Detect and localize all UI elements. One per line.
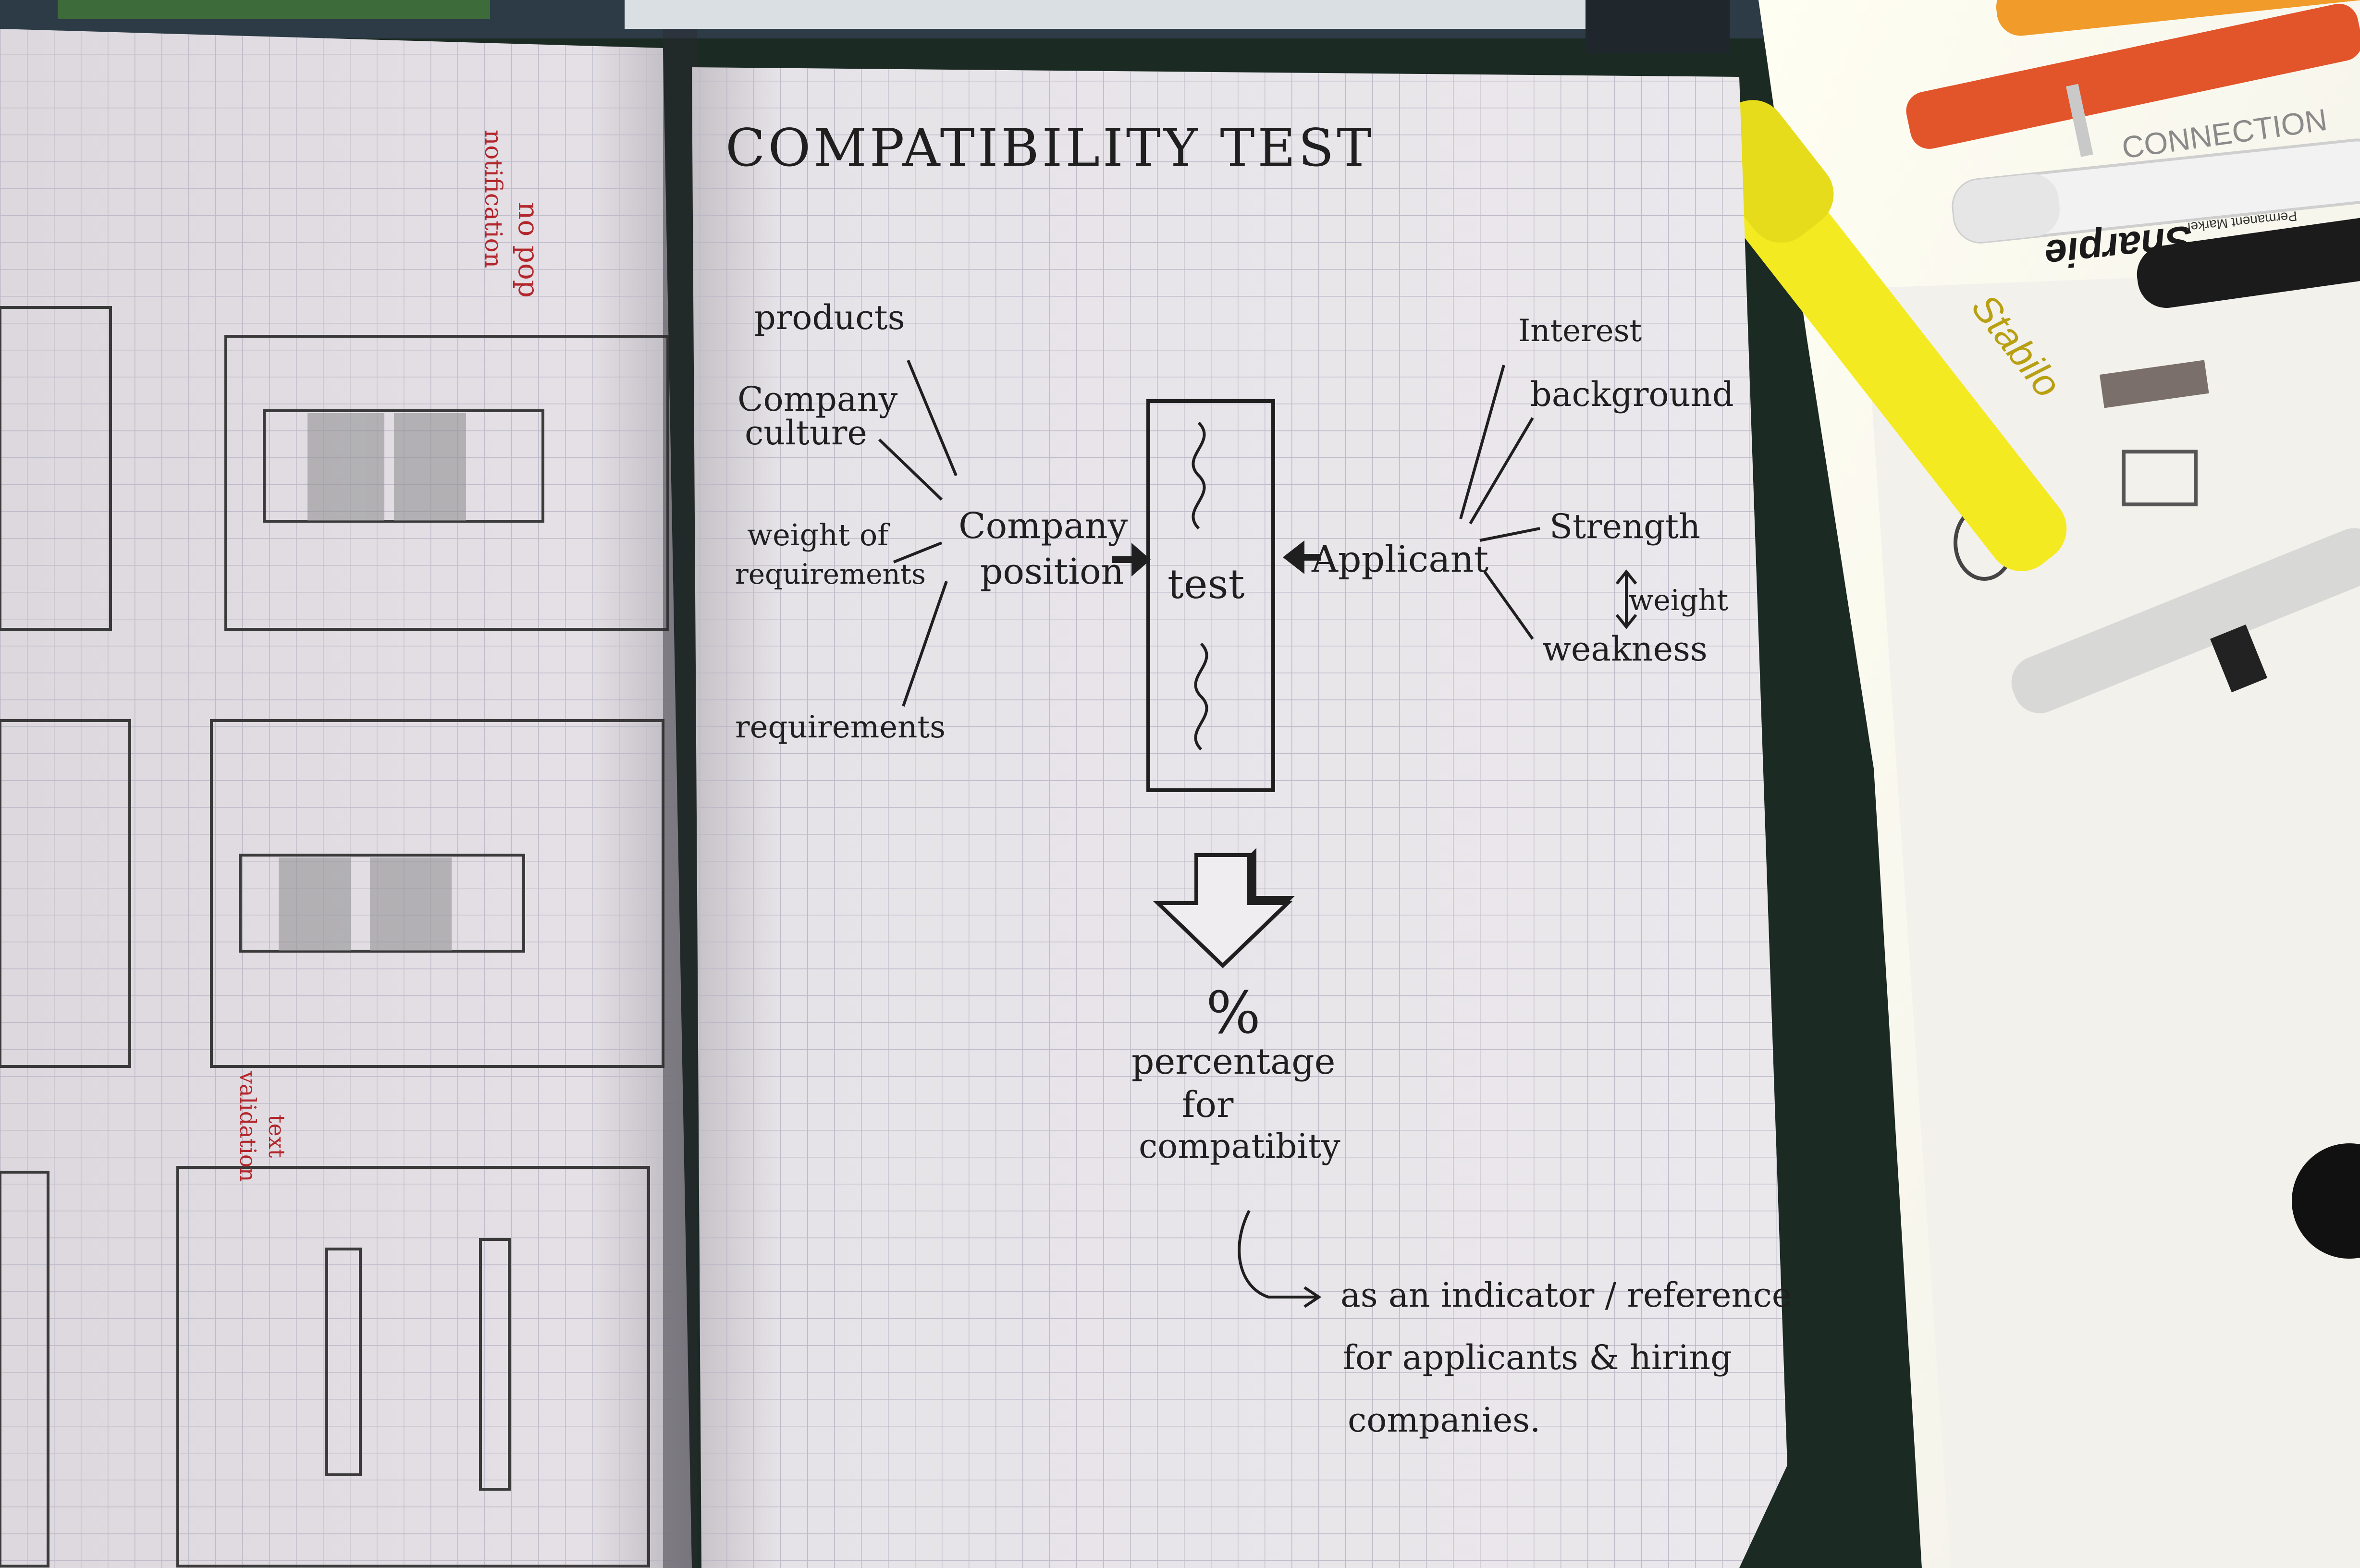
notebook-spine: [663, 29, 697, 1568]
arrow-company-to-test: [1112, 543, 1151, 576]
output-compatibity: compatibity: [1139, 1127, 1340, 1166]
output-arrow-down: [1153, 848, 1295, 968]
black-marker: [2137, 216, 2360, 308]
output-percentage: percentage: [1131, 1041, 1335, 1082]
input-weakness: weakness: [1542, 629, 1708, 669]
orange-pen: [1996, 0, 2360, 36]
output-for: for: [1182, 1084, 1234, 1126]
note-line1: as an indicator / reference: [1340, 1275, 1792, 1315]
paper-sketch-block: [2100, 360, 2209, 408]
input-weight-of-requirements-line1: weight of: [747, 517, 890, 552]
wireframe-block: [325, 1248, 362, 1476]
input-strength: Strength: [1549, 507, 1700, 546]
input-requirements: requirements: [735, 710, 946, 745]
input-products: products: [754, 298, 905, 337]
applicant-hub: Applicant: [1311, 538, 1488, 580]
monitor-edge: [0, 0, 1778, 53]
note-arrow: [1238, 1210, 1322, 1308]
left-notebook-page: no pop notification text validation: [0, 29, 692, 1568]
page-title: COMPATIBILITY TEST: [725, 118, 1374, 178]
wireframe-frame: [210, 719, 664, 1068]
weight-note: weight: [1629, 584, 1728, 617]
company-position-line2: position: [980, 551, 1124, 592]
test-label: test: [1168, 561, 1245, 608]
red-note-validation: validation: [235, 1071, 261, 1182]
wireframe-frame: [224, 335, 669, 631]
compatibility-diagram: COMPATIBILITY TEST products Company cult…: [725, 118, 1792, 1440]
red-note-text: text: [264, 1115, 290, 1158]
red-note-notification: notification: [479, 130, 507, 268]
note-line3: companies.: [1348, 1400, 1540, 1440]
company-position-line1: Company: [959, 505, 1128, 547]
weight-arrow: [1615, 569, 1637, 629]
grey-marker: [2011, 528, 2360, 713]
test-box: [1146, 399, 1275, 792]
wireframe-block: [479, 1238, 511, 1491]
right-notebook-page: [692, 67, 1787, 1568]
sharpie-marker: Sharpie Permanent Marker: [1952, 138, 2360, 278]
wireframe-frame: [176, 1166, 650, 1568]
input-company-culture-line1: Company: [738, 380, 898, 419]
wireframe-frame: [0, 306, 112, 631]
percent-symbol: %: [1206, 980, 1261, 1047]
red-note-no-pop: no pop: [512, 202, 545, 298]
red-pen: [1906, 3, 2360, 157]
input-background: background: [1530, 375, 1734, 414]
input-company-culture-line2: culture: [745, 413, 867, 453]
input-interest: Interest: [1518, 313, 1642, 349]
test-squiggle-bottom: [1194, 642, 1208, 751]
test-squiggle-top: [1192, 421, 1206, 530]
arrow-applicant-to-test: [1283, 540, 1321, 574]
note-line2: for applicants & hiring: [1343, 1338, 1732, 1377]
paper-sketch-box: [2122, 450, 2198, 506]
input-weight-of-requirements-line2: requirements: [735, 558, 926, 590]
wireframe-frame: [0, 1171, 49, 1568]
wireframe-frame: [0, 719, 131, 1068]
